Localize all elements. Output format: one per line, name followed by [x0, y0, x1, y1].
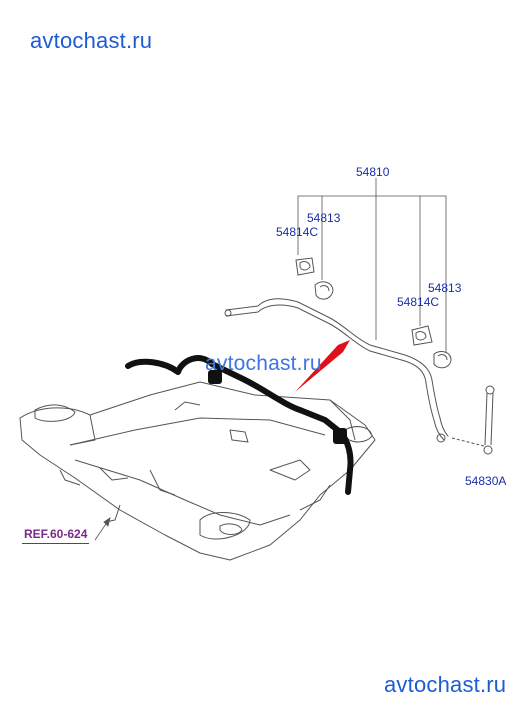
watermark-bottom: avtochast.ru [384, 672, 507, 697]
callout-bushing-right[interactable]: 54813 [428, 281, 462, 295]
leader-lines [297, 178, 447, 355]
callout-stabilizer-bar[interactable]: 54810 [356, 165, 390, 179]
stabilizer-link [451, 385, 495, 455]
callout-bracket-right[interactable]: 54814C [397, 295, 440, 309]
watermark-middle: avtochast.ru [205, 352, 322, 375]
pointer-arrow-icon [295, 340, 350, 392]
callout-link[interactable]: 54830A [465, 474, 507, 488]
reference-arrow [94, 517, 111, 541]
callout-bracket-left[interactable]: 54814C [276, 225, 319, 239]
installed-bushings [208, 370, 347, 444]
stabilizer-bar-outline [224, 298, 449, 443]
watermark-top: avtochast.ru [30, 28, 153, 53]
bushings [295, 257, 452, 369]
reference-label[interactable]: REF.60-624 [22, 527, 90, 544]
callout-bushing-left[interactable]: 54813 [307, 211, 341, 225]
